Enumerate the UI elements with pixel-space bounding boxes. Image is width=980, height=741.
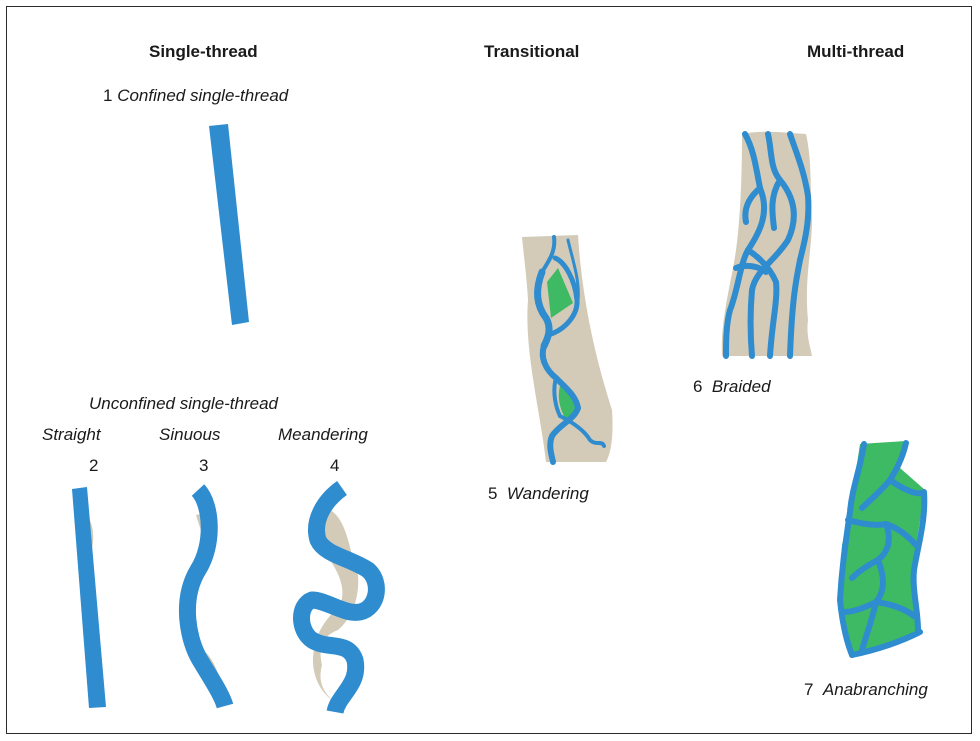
- wandering-channel: [522, 235, 613, 462]
- braided-channel: [722, 132, 812, 356]
- straight-channel: [72, 487, 106, 708]
- sinuous-channel: [187, 490, 226, 706]
- anabranching-channel: [838, 441, 925, 655]
- confined-channel: [209, 124, 249, 325]
- meandering-channel: [302, 488, 377, 712]
